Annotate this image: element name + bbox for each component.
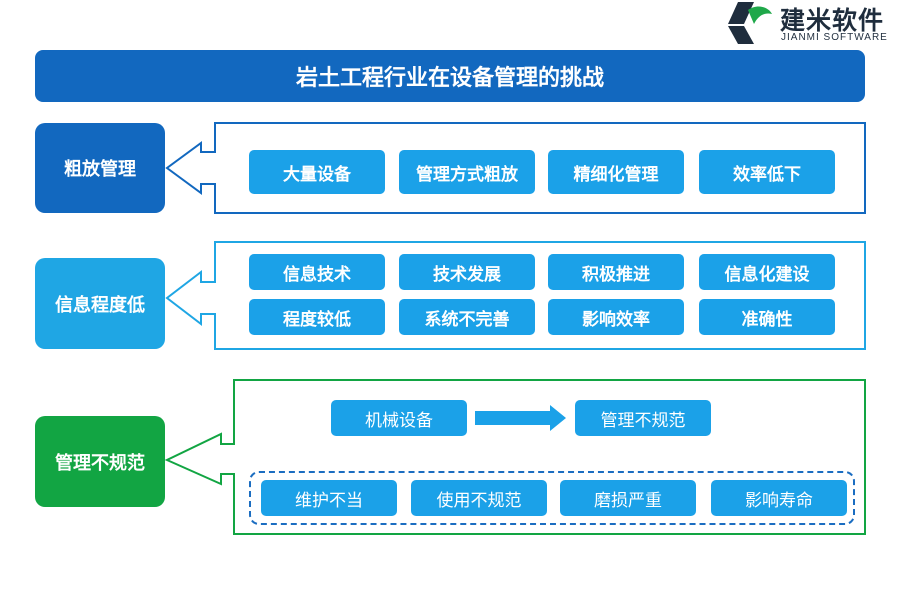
group-2-item: 程度较低 [249, 299, 385, 335]
category-nonstandard-management: 管理不规范 [35, 416, 165, 507]
title-bar: 岩土工程行业在设备管理的挑战 [35, 50, 865, 102]
group-3-dashed-container [249, 471, 855, 525]
group-2-item: 影响效率 [548, 299, 684, 335]
group-2-item: 准确性 [699, 299, 835, 335]
flow-to-box: 管理不规范 [575, 400, 711, 436]
group-3-item: 维护不当 [261, 480, 397, 516]
group-1-item: 效率低下 [699, 150, 835, 194]
logo-name-en: JIANMI SOFTWARE [781, 32, 888, 43]
category-coarse-management: 粗放管理 [35, 123, 165, 213]
group-2-item: 信息化建设 [699, 254, 835, 290]
group-3-item: 磨损严重 [560, 480, 696, 516]
group-3-item: 使用不规范 [411, 480, 547, 516]
page-title: 岩土工程行业在设备管理的挑战 [295, 65, 604, 91]
right-arrow-icon [475, 405, 566, 431]
group-2-item: 技术发展 [399, 254, 535, 290]
jianmi-logo-icon [728, 2, 772, 44]
group-1-item: 管理方式粗放 [399, 150, 535, 194]
group-2-item: 积极推进 [548, 254, 684, 290]
category-low-informatization: 信息程度低 [35, 258, 165, 349]
group-1-item: 精细化管理 [548, 150, 684, 194]
logo-name-cn: 建米软件 [780, 6, 885, 35]
group-2-item: 信息技术 [249, 254, 385, 290]
group-2-item: 系统不完善 [399, 299, 535, 335]
group-3-item: 影响寿命 [711, 480, 847, 516]
flow-from-box: 机械设备 [331, 400, 467, 436]
group-1-item: 大量设备 [249, 150, 385, 194]
logo: 建米软件 JIANMI SOFTWARE [724, 0, 900, 46]
